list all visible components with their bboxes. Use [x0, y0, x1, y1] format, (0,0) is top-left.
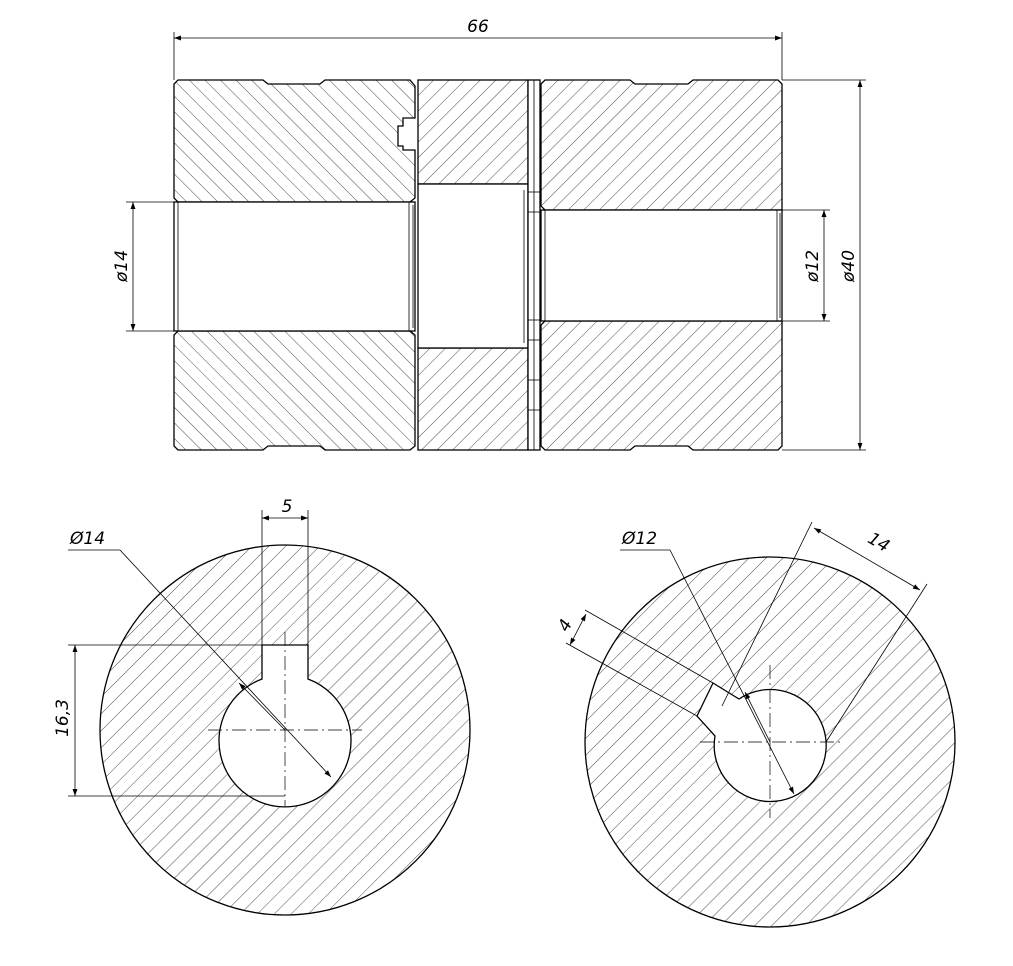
- left-bore-with-keyway: [218, 644, 352, 808]
- left-bore-label: ø14: [112, 250, 132, 283]
- right-key-height-label: 14: [864, 529, 893, 557]
- center-insert-section: [417, 79, 541, 451]
- dim-right-bore-diameter: Ø12: [620, 529, 795, 795]
- right-bore-label: ø12: [803, 250, 823, 283]
- overall-length-label: 66: [467, 17, 489, 37]
- dim-left-bore-diameter: Ø14: [68, 529, 332, 778]
- left-bore-diameter-label: Ø14: [69, 529, 105, 549]
- dim-left-key-height: 16,3: [53, 644, 285, 797]
- right-hub-lower-hatch: [540, 320, 783, 451]
- outer-diameter-label: ø40: [839, 250, 859, 283]
- dim-right-bore: ø12: [782, 209, 830, 322]
- section-view: 66 ø14 ø12 ø40: [112, 17, 866, 451]
- dim-left-key-width: 5: [261, 497, 309, 645]
- left-key-height-label: 16,3: [53, 699, 73, 737]
- dim-overall-length: 66: [173, 17, 783, 80]
- insert-bore: [417, 183, 529, 349]
- left-hub-lower-hatch: [173, 330, 416, 451]
- left-bore: [173, 201, 416, 332]
- insert-upper-hatch: [417, 79, 529, 185]
- dim-left-bore: ø14: [112, 201, 174, 332]
- right-bore-diameter-label: Ø12: [621, 529, 657, 549]
- dim-outer-diameter: ø40: [782, 79, 866, 451]
- insert-lower-hatch: [417, 347, 529, 451]
- right-key-width-label: 4: [554, 616, 577, 635]
- left-hub-upper-hatch: [173, 79, 416, 203]
- right-end-view: 14 4 Ø12: [554, 521, 956, 928]
- left-key-width-label: 5: [282, 497, 293, 517]
- right-hub-section: [540, 79, 783, 451]
- left-hub-section: [173, 79, 416, 451]
- right-bore: [540, 209, 783, 322]
- right-hub-upper-hatch: [540, 79, 783, 211]
- left-end-view: 5 16,3 Ø14: [53, 497, 471, 916]
